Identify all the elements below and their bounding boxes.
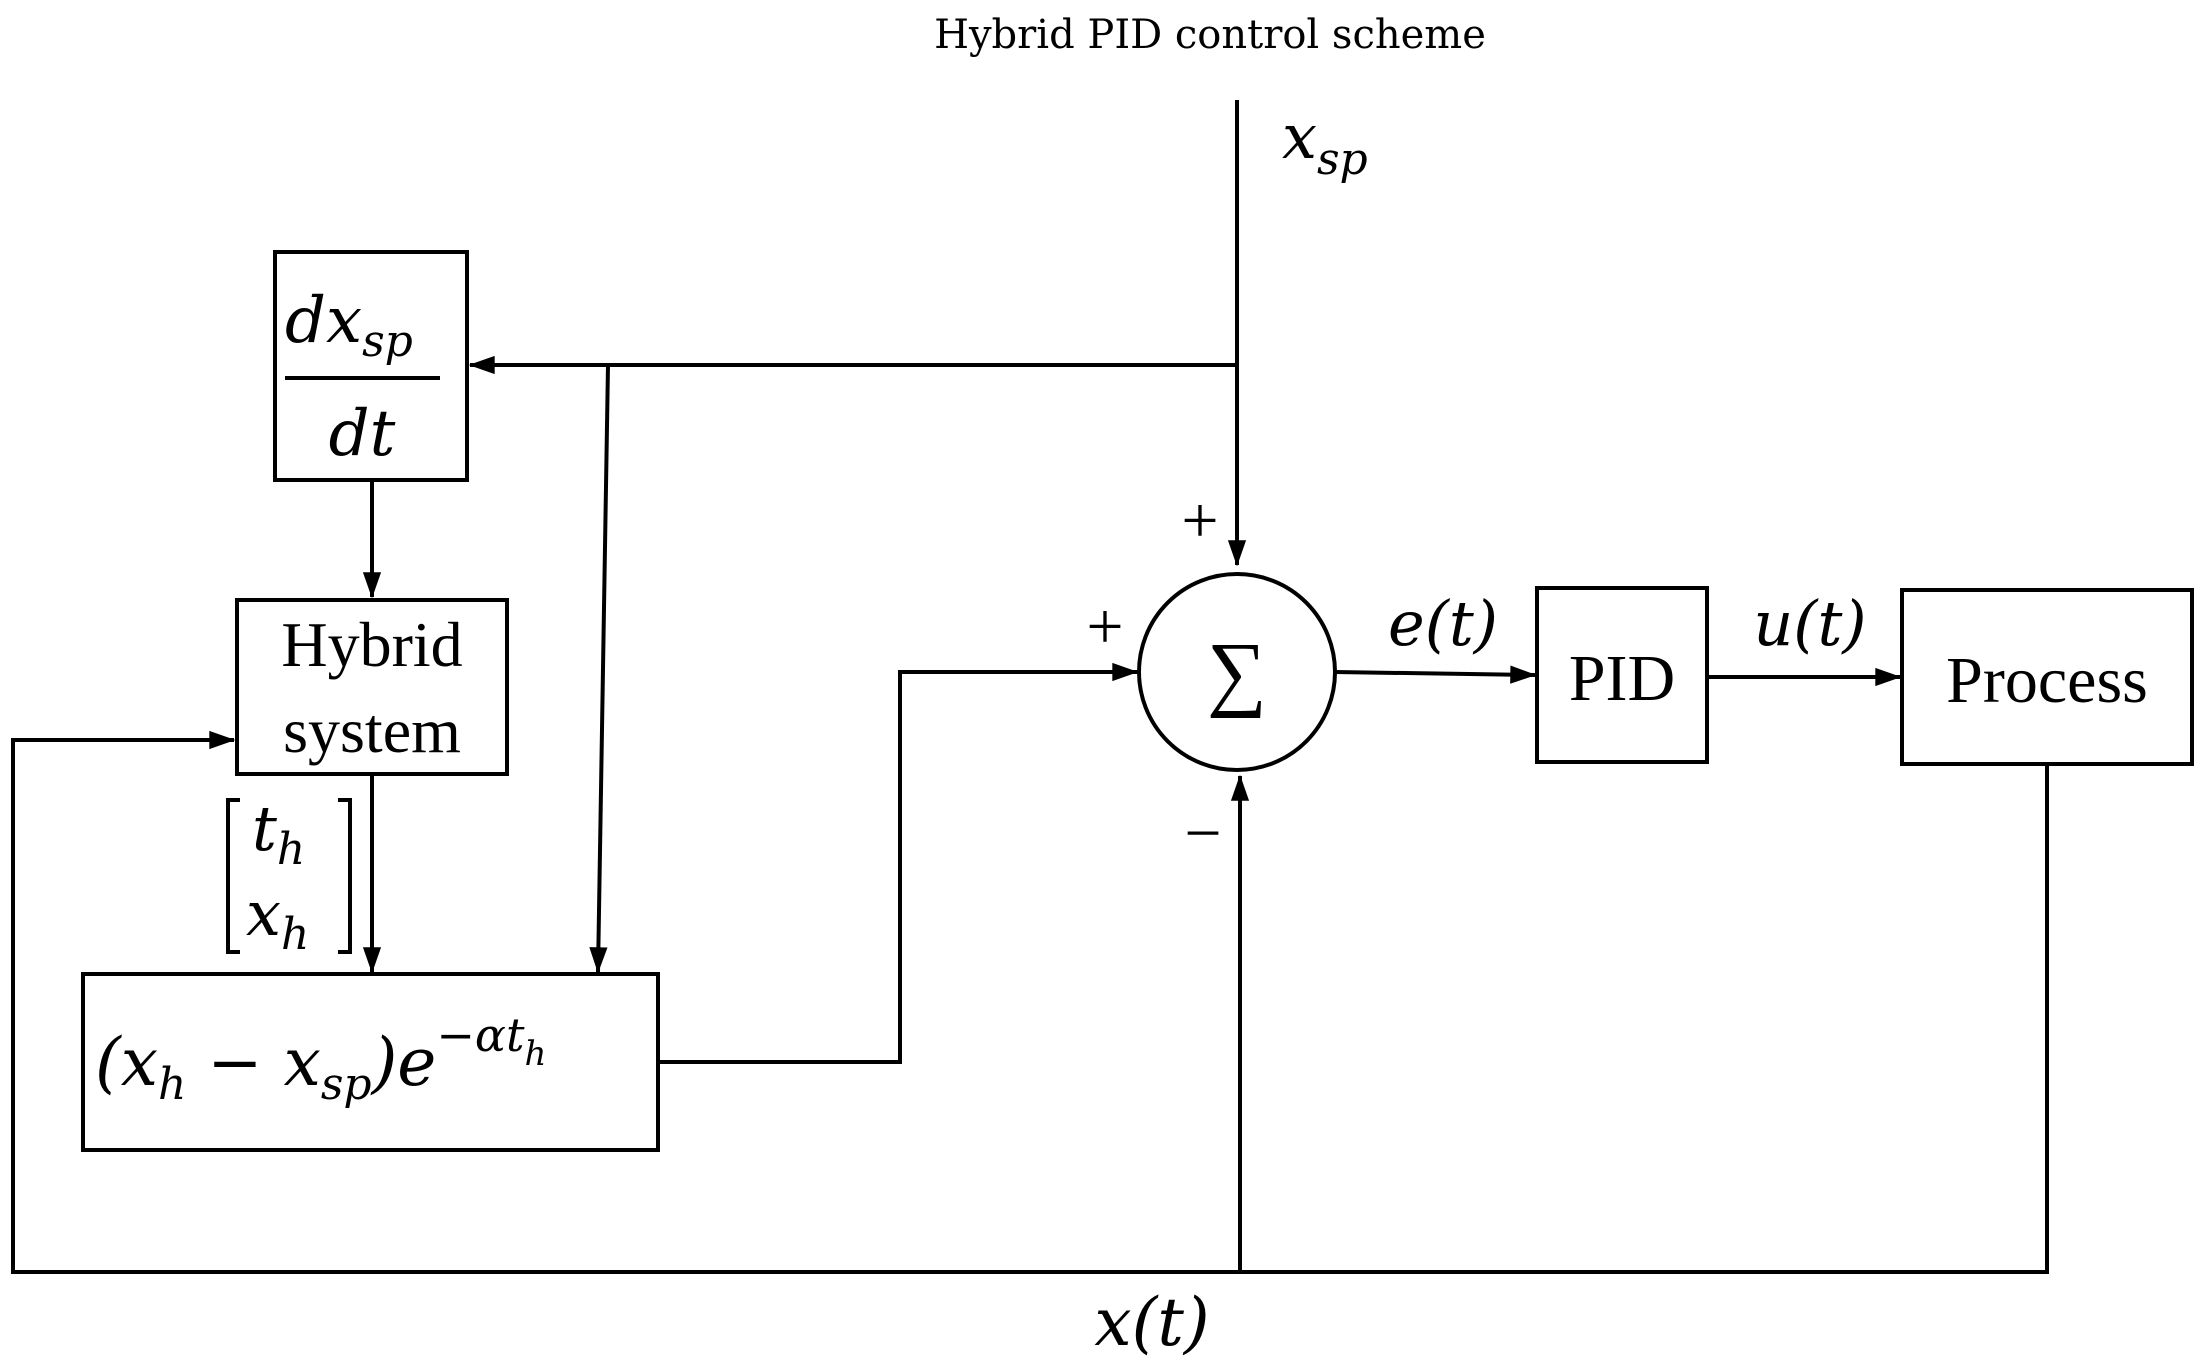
derivative-numerator: dxsp [285, 284, 413, 367]
output-label: x(t) [1094, 1284, 1209, 1361]
correction-expression: (xh − xsp)e−αth [95, 1008, 546, 1110]
process-label: Process [1946, 644, 2148, 717]
hybrid-system-label-line2: system [283, 695, 461, 766]
pid-label: PID [1569, 642, 1675, 715]
derivative-denominator: dt [329, 397, 396, 471]
pid-block: PID [1535, 586, 1709, 764]
summer-sign-left: + [1086, 590, 1123, 663]
setpoint-label: xsp [1282, 100, 1368, 185]
state-value: xh [246, 877, 309, 960]
summer-sign-bottom: − [1184, 797, 1221, 870]
diagram-title: Hybrid PID control scheme [934, 12, 1486, 58]
setpoint-to-correction-wire [589, 364, 610, 974]
correction-block: (xh − xsp)e−αth [81, 972, 660, 1152]
control-label: u(t) [1753, 587, 1866, 660]
derivative-block: dxsp dt [273, 250, 469, 482]
feedback-wire [11, 730, 2049, 1274]
hybrid-system-block: Hybrid system [235, 598, 509, 776]
summing-junction: ∑ [1137, 572, 1337, 772]
error-label: e(t) [1388, 587, 1498, 660]
correction-to-summer-wire [658, 662, 1139, 1064]
summer-symbol: ∑ [1207, 626, 1267, 719]
summer-sign-top: + [1181, 484, 1218, 557]
error-wire [1334, 665, 1537, 684]
state-time: th [252, 792, 305, 875]
hybrid-system-label-line1: Hybrid [281, 609, 462, 680]
process-block: Process [1900, 588, 2194, 766]
hybrid-state-vector: th xh [226, 792, 352, 960]
